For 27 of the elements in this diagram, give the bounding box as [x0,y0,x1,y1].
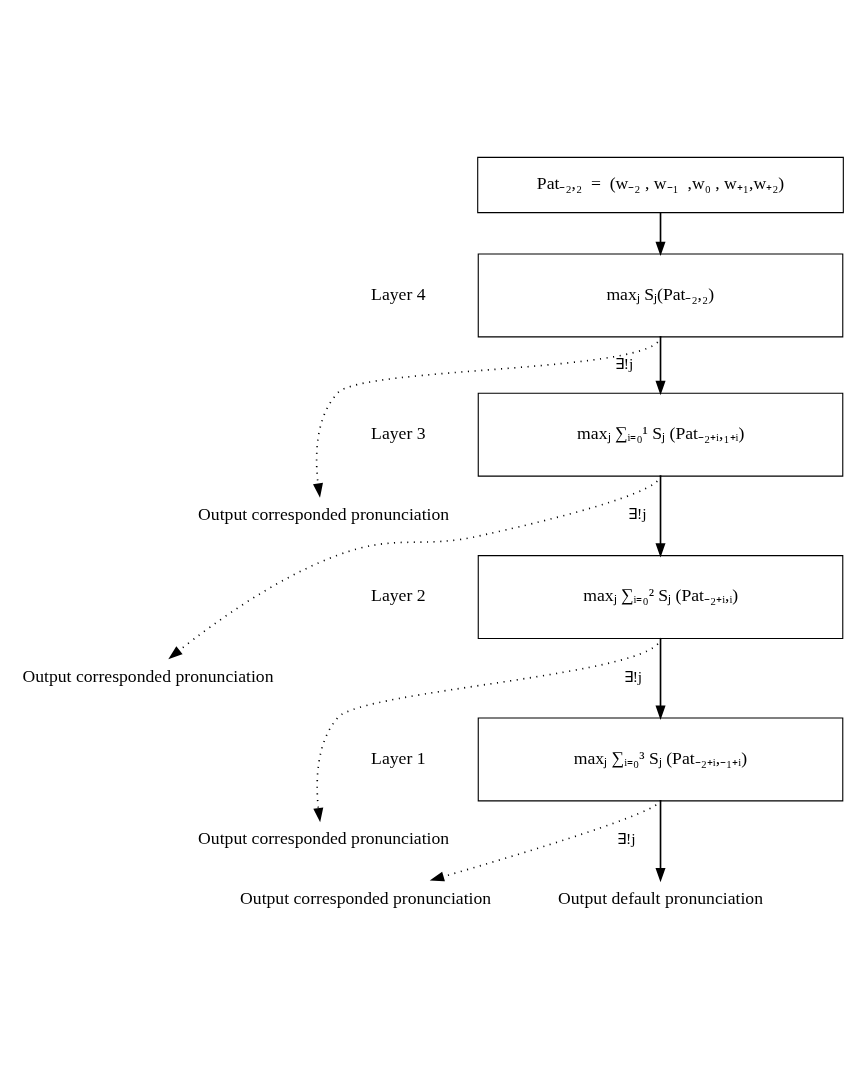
node-text: Output corresponded pronunciation [240,887,492,908]
node-text: Output default pronunciation [558,887,763,908]
arrow [655,211,666,257]
node-box: maxⱼ ∑ᵢ₌₀³ Sⱼ (Pat₋₂₊ᵢ,₋₁₊ᵢ) [477,717,844,802]
node-label: Layer 1 [371,747,426,768]
edge-label: ∃!j [617,830,636,848]
arrow [655,335,666,396]
arrow [313,335,662,498]
node-box: maxⱼ ∑ᵢ₌₀¹ Sⱼ (Pat₋₂₊ᵢ,₁₊ᵢ) [477,392,844,477]
node-label: Layer 3 [371,422,426,443]
arrow [313,637,662,823]
arrow [168,474,662,660]
edge-label: ∃!j [623,667,643,685]
node-text: Output corresponded pronunciation [22,665,274,686]
node-box: Pat₋₂,₂ = (w₋₂ , w₋₁ ,w₀ , w₊₁,w₊₂) [477,156,844,214]
arrow [655,637,666,720]
node-label: Layer 4 [371,283,426,304]
node-box: maxⱼ Sⱼ(Pat₋₂,₂) [477,253,844,338]
node-box: maxⱼ ∑ᵢ₌₀² Sⱼ (Pat₋₂₊ᵢ,ᵢ) [477,555,844,639]
node-text: Output corresponded pronunciation [198,503,450,524]
node-label: Layer 2 [371,585,426,606]
node-text: Output corresponded pronunciation [198,828,450,849]
edge-label: ∃!j [614,354,634,372]
arrow [655,474,666,558]
arrow [429,799,662,882]
edge-label: ∃!j [628,505,647,523]
arrow [655,799,666,883]
